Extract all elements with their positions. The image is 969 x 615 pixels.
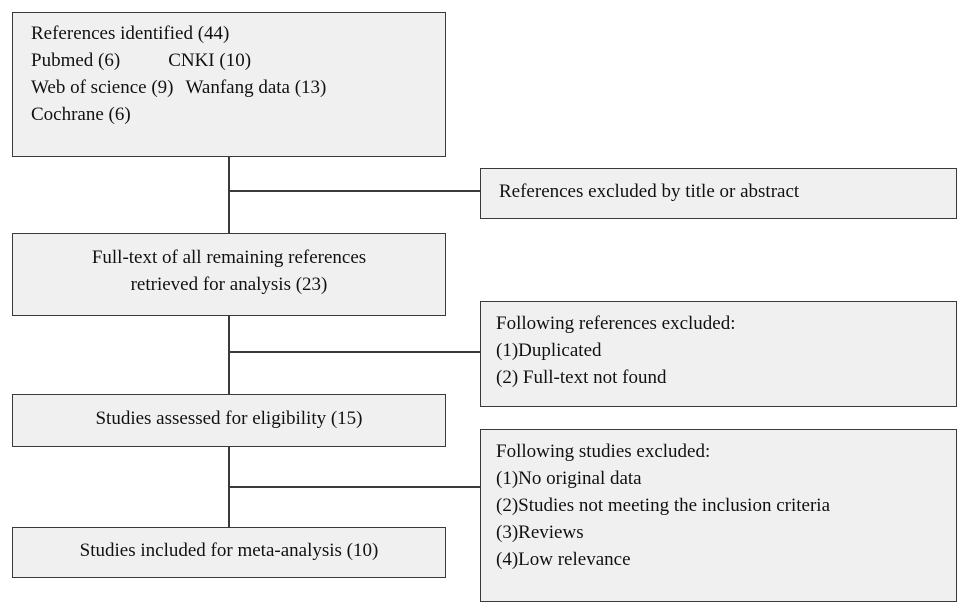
connector-to-refs-excluded: [228, 351, 481, 353]
source-cnki: CNKI (10): [168, 50, 252, 71]
assessed-box: Studies assessed for eligibility (15): [12, 394, 446, 447]
references-excluded-heading: Following references excluded:: [496, 313, 736, 334]
studies-excluded-item: (2)Studies not meeting the inclusion cri…: [496, 495, 831, 516]
source-row-1: Pubmed (6) CNKI (10): [31, 47, 445, 74]
full-text-line-2: retrieved for analysis (23): [130, 274, 328, 295]
connector-main-1: [228, 156, 230, 234]
full-text-line-1: Full-text of all remaining references: [91, 247, 367, 268]
excluded-by-title-box: References excluded by title or abstract: [480, 168, 957, 219]
source-wanfang: Wanfang data (13): [185, 77, 327, 98]
references-excluded-box: Following references excluded: (1)Duplic…: [480, 301, 957, 407]
full-text-box: Full-text of all remaining references re…: [12, 233, 446, 316]
connector-to-excluded-title: [228, 190, 481, 192]
studies-excluded-item: (1)No original data: [496, 468, 642, 489]
source-web-of-science: Web of science (9): [31, 77, 174, 98]
studies-excluded-heading: Following studies excluded:: [496, 441, 711, 462]
references-excluded-item: (1)Duplicated: [496, 340, 602, 361]
connector-main-2: [228, 315, 230, 395]
included-box: Studies included for meta-analysis (10): [12, 527, 446, 578]
studies-excluded-item: (4)Low relevance: [496, 549, 631, 570]
source-cochrane: Cochrane (6): [31, 104, 131, 125]
references-excluded-item: (2) Full-text not found: [496, 367, 667, 388]
excluded-by-title-text: References excluded by title or abstract: [499, 181, 800, 202]
studies-excluded-box: Following studies excluded: (1)No origin…: [480, 429, 957, 602]
source-row-2: Web of science (9) Wanfang data (13): [31, 74, 445, 101]
source-pubmed: Pubmed (6): [31, 50, 121, 71]
included-text: Studies included for meta-analysis (10): [79, 540, 379, 561]
references-identified-box: References identified (44) Pubmed (6) CN…: [12, 12, 446, 157]
studies-excluded-item: (3)Reviews: [496, 522, 584, 543]
references-identified-title: References identified (44): [31, 23, 230, 44]
connector-to-studies-excluded: [228, 486, 481, 488]
assessed-text: Studies assessed for eligibility (15): [95, 408, 363, 429]
